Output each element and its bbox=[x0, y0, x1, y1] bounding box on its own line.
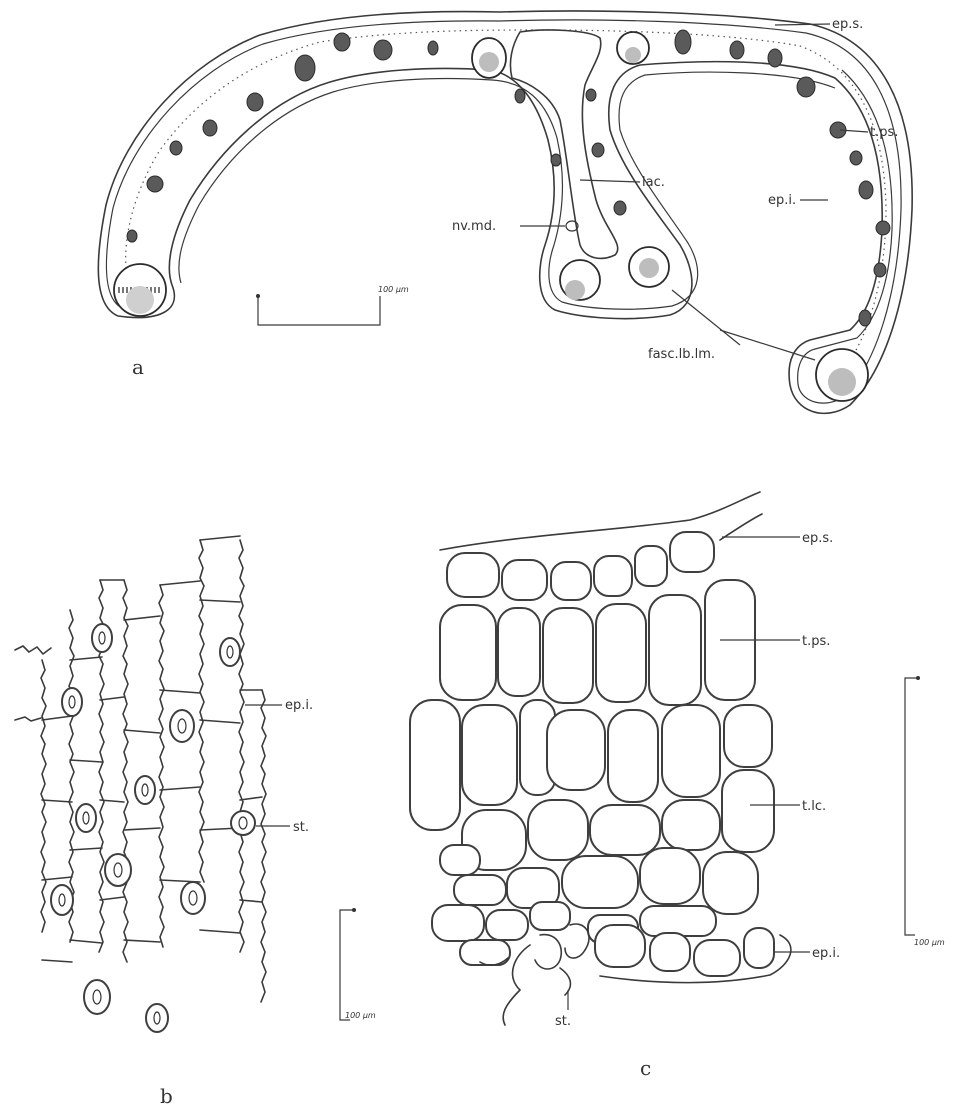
small-vascular-bundles bbox=[127, 30, 890, 326]
lacunose-tissue bbox=[410, 700, 774, 943]
label-b-epi: ep.i. bbox=[285, 698, 313, 713]
label-c-tps: t.ps. bbox=[802, 634, 830, 649]
palisade-tissue bbox=[440, 580, 755, 705]
panel-a-scale-label: 100 µm bbox=[378, 285, 409, 294]
panel-c-tissue-detail: 100 µm ep.s. t.ps. t.lc. ep.i. st. c bbox=[410, 492, 945, 1080]
label-c-epi: ep.i. bbox=[812, 946, 840, 961]
panel-a-letter: a bbox=[132, 355, 144, 379]
panel-b-leader-lines bbox=[245, 705, 290, 826]
leaf-inner-outline bbox=[106, 20, 901, 403]
label-a-epi: ep.i. bbox=[768, 193, 796, 208]
label-a-tps: t.ps. bbox=[870, 125, 898, 140]
panel-a-leader-lines bbox=[520, 24, 868, 360]
leaf-outer-outline bbox=[98, 11, 912, 413]
label-b-st: st. bbox=[293, 820, 309, 835]
large-vascular-bundles bbox=[114, 32, 868, 401]
panel-c-scale-label: 100 µm bbox=[914, 938, 945, 947]
panel-b-scale-bar: 100 µm bbox=[340, 908, 376, 1020]
panel-c-scale-bar: 100 µm bbox=[905, 676, 945, 947]
label-a-lac: lac. bbox=[642, 175, 665, 190]
panel-b-scale-label: 100 µm bbox=[345, 1011, 376, 1020]
panel-a-leaf-section: 100 µm ep.s. t.ps. lac. ep.i. nv.md. fas… bbox=[98, 11, 912, 413]
panel-a-scale-bar: 100 µm bbox=[256, 285, 409, 325]
panel-b-letter: b bbox=[160, 1084, 173, 1108]
panel-b-epidermis: 100 µm ep.i. st. b bbox=[15, 536, 376, 1108]
label-a-eps: ep.s. bbox=[832, 17, 863, 32]
label-c-st: st. bbox=[555, 1014, 571, 1029]
epidermal-cell-walls bbox=[15, 536, 266, 1002]
panel-c-letter: c bbox=[640, 1056, 651, 1080]
label-a-nvmd: nv.md. bbox=[452, 219, 496, 234]
label-c-tlc: t.lc. bbox=[802, 799, 826, 814]
label-c-eps: ep.s. bbox=[802, 531, 833, 546]
label-a-fasc: fasc.lb.lm. bbox=[648, 347, 715, 362]
